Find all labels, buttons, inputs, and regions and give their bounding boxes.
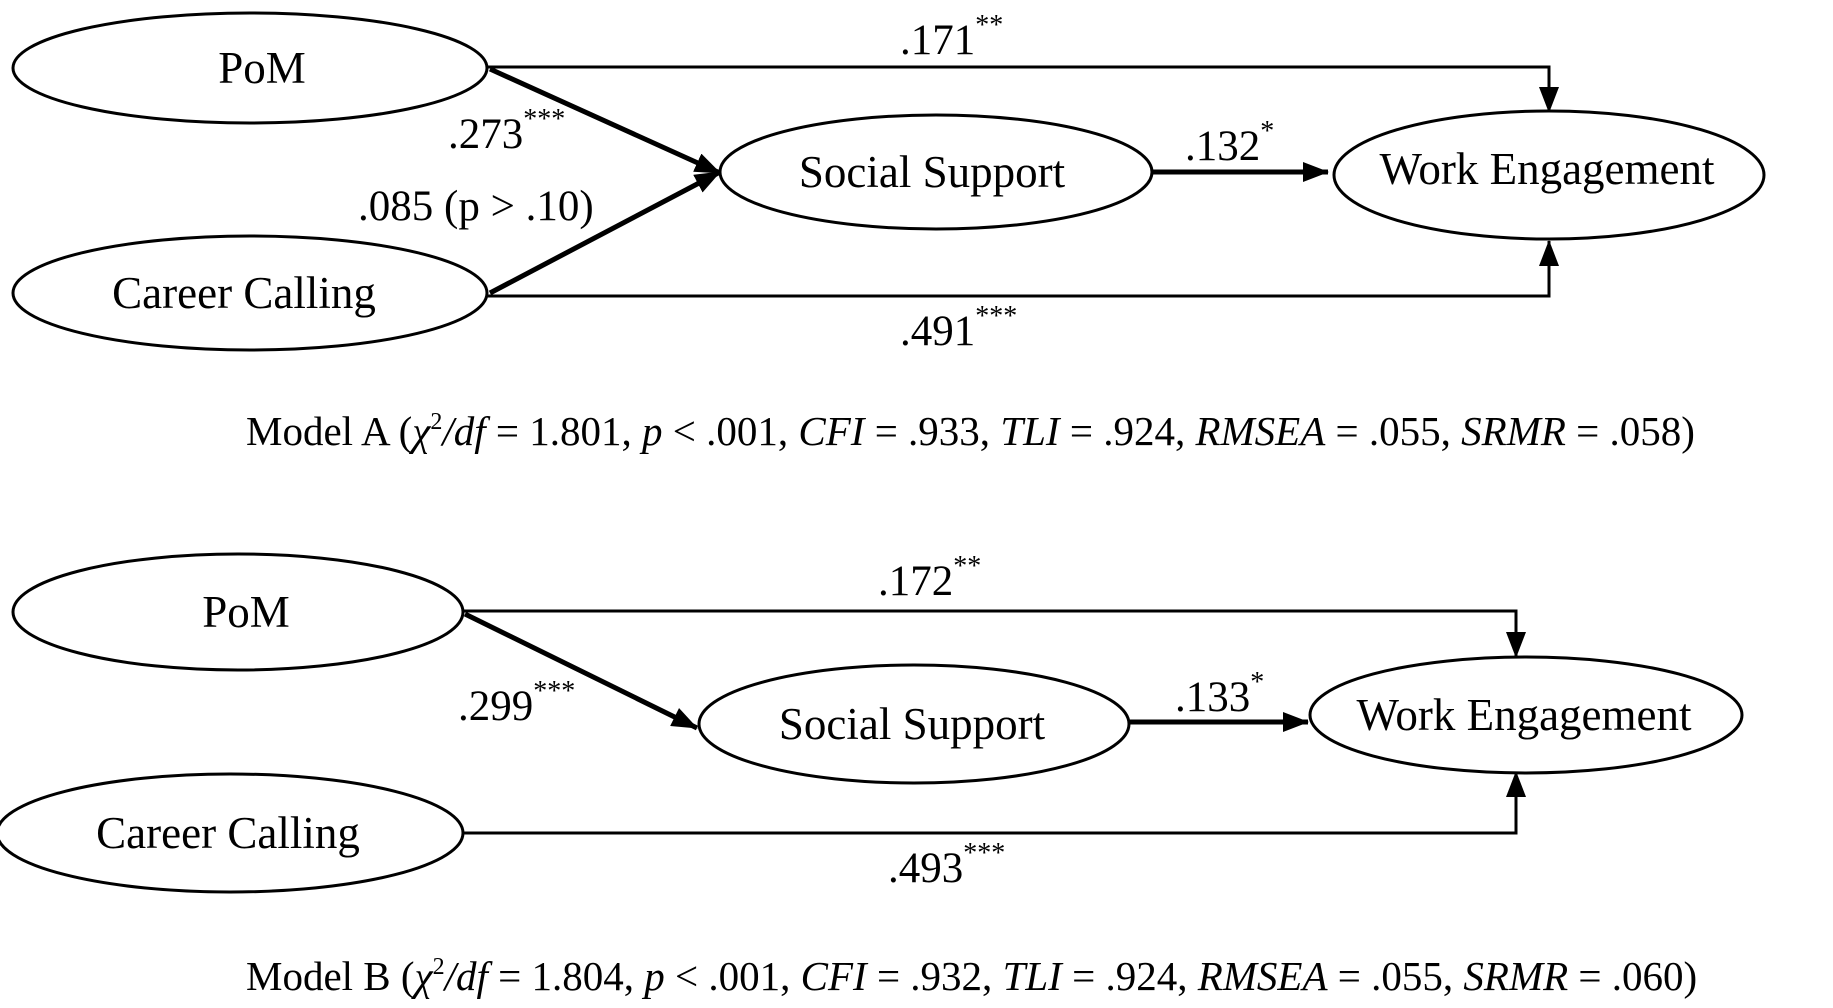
svg-text:.172**: .172** (878, 551, 981, 605)
svg-text:.132*: .132* (1185, 116, 1274, 170)
coef-b-career-calling-to-work-engagement: .493*** (888, 838, 1005, 892)
path-a-career-calling-to-social-support (488, 169, 722, 296)
path-b-pom-to-social-support (463, 611, 699, 731)
node-b-career-calling: Career Calling (0, 772, 465, 894)
node-a-work-engagement: Work Engagement (1332, 109, 1766, 241)
node-b-social-support: Social Support (697, 663, 1131, 785)
node-b-work-engagement-label: Work Engagement (1356, 690, 1692, 740)
svg-text:.493***: .493*** (888, 838, 1005, 892)
path-a-career-calling-to-work-engagement (487, 240, 1559, 298)
node-b-career-calling-label: Career Calling (96, 808, 360, 858)
path-a-pom-to-social-support (488, 66, 722, 176)
model-b-diagram: PoM Career Calling Social Support Work E… (0, 551, 1744, 999)
coef-b-social-support-to-work-engagement: .133* (1175, 667, 1264, 721)
svg-text:.299***: .299*** (458, 676, 575, 730)
node-a-social-support: Social Support (718, 113, 1154, 231)
node-b-pom: PoM (11, 552, 465, 672)
model-a-diagram: PoM Career Calling Social Support Work E… (11, 10, 1766, 454)
node-a-career-calling-label: Career Calling (112, 268, 376, 318)
node-b-pom-label: PoM (202, 587, 290, 637)
fit-b-statistics: Model B (χ2/df = 1.804, p < .001, CFI = … (246, 953, 1697, 999)
svg-text:.133*: .133* (1175, 667, 1264, 721)
svg-text:.085 (p > .10): .085 (p > .10) (358, 183, 594, 230)
node-a-social-support-label: Social Support (799, 147, 1066, 197)
coef-a-pom-to-work-engagement: .171** (900, 10, 1003, 64)
coef-b-pom-to-work-engagement: .172** (878, 551, 981, 605)
coef-b-pom-to-social-support: .299*** (458, 676, 575, 730)
node-a-work-engagement-label: Work Engagement (1379, 144, 1715, 194)
node-a-pom-label: PoM (218, 43, 306, 93)
path-b-pom-to-work-engagement (462, 609, 1526, 658)
coef-a-career-calling-to-social-support: .085 (p > .10) (358, 183, 594, 230)
path-b-career-calling-to-work-engagement (462, 771, 1526, 835)
coef-a-career-calling-to-work-engagement: .491*** (900, 301, 1017, 355)
node-b-social-support-label: Social Support (779, 699, 1046, 749)
svg-text:.491***: .491*** (900, 301, 1017, 355)
node-b-work-engagement: Work Engagement (1308, 655, 1744, 775)
node-a-career-calling: Career Calling (11, 234, 489, 352)
svg-text:.171**: .171** (900, 10, 1003, 64)
coef-a-pom-to-social-support: .273*** (448, 104, 565, 158)
path-a-pom-to-work-engagement (487, 65, 1559, 113)
svg-text:.273***: .273*** (448, 104, 565, 158)
coef-a-social-support-to-work-engagement: .132* (1185, 116, 1274, 170)
fit-a-statistics: Model A (χ2/df = 1.801, p < .001, CFI = … (246, 408, 1695, 454)
node-a-pom: PoM (11, 11, 489, 125)
